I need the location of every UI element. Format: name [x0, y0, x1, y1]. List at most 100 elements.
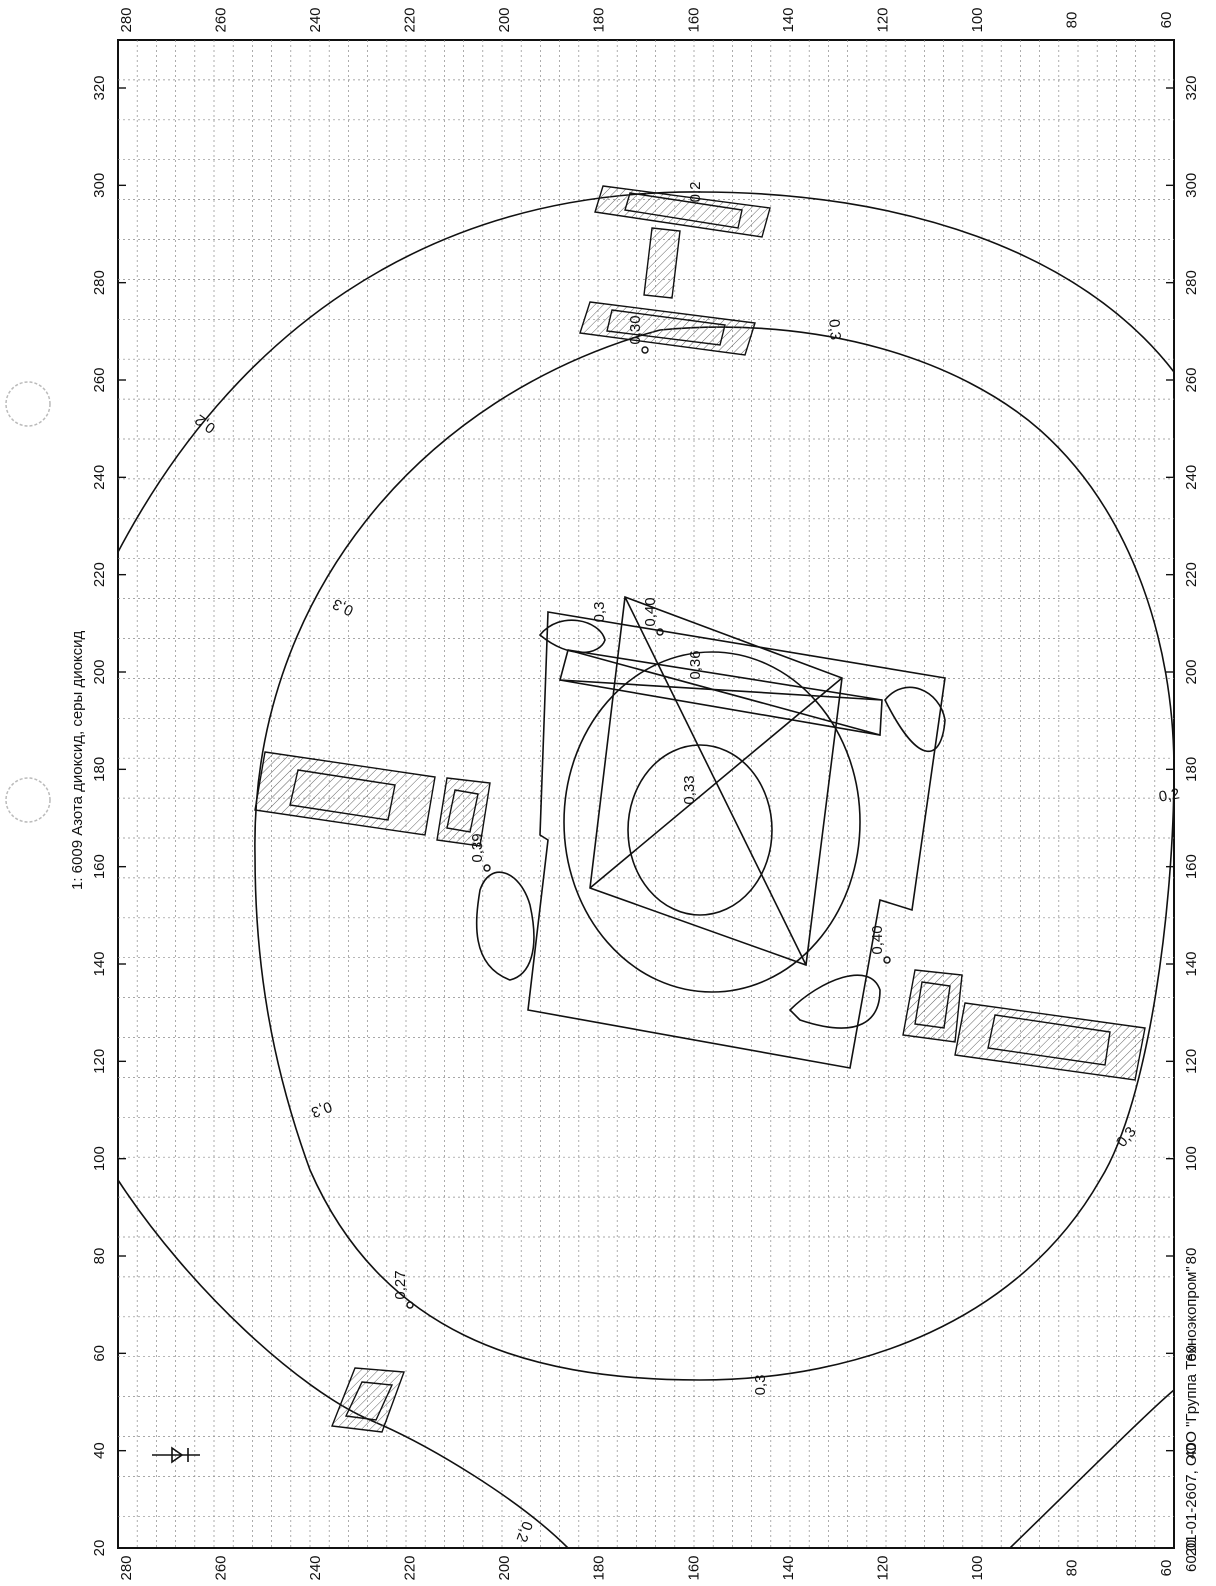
- calc-points: [406, 346, 891, 1309]
- isoline-label: 0,2: [1157, 785, 1180, 805]
- isoline-blob: [538, 619, 606, 654]
- tick-label-y: 200: [496, 1555, 513, 1580]
- isoline-0-2-lower-left: [117, 1179, 569, 1549]
- point-label: 0,40: [869, 925, 886, 954]
- tick-label-x: 60: [1183, 1345, 1200, 1362]
- inner-label: 0,36: [687, 650, 704, 679]
- isoline-inner-polygon: [527, 611, 946, 1069]
- north-arrow-icon: [152, 1446, 200, 1464]
- point-marker: [641, 346, 649, 354]
- tick-label-x: 200: [91, 659, 108, 684]
- tick-label-x: 100: [1183, 1146, 1200, 1171]
- point-labels: 0,400,390,400,300,27: [392, 315, 886, 1299]
- point-marker: [883, 956, 891, 964]
- tick-label-y: 60: [1158, 1560, 1175, 1577]
- tick-label-y: 200: [496, 7, 513, 32]
- tick-label-y: 180: [591, 1555, 608, 1580]
- diagram-footer: 60 01-01-2607, ООО "Группа Техноэкопром": [1183, 1266, 1200, 1572]
- tick-label-x: 20: [91, 1540, 108, 1557]
- axis-x-labels-right: 2040608010012014016018020022024026028030…: [1183, 75, 1200, 1556]
- tick-label-x: 80: [1183, 1248, 1200, 1265]
- isoline-blob: [475, 871, 535, 981]
- tick-label-x: 240: [1183, 465, 1200, 490]
- tick-label-x: 180: [91, 757, 108, 782]
- binder-hole: [5, 777, 51, 823]
- point-label: 0,40: [642, 597, 659, 626]
- source-top-1: [594, 185, 771, 238]
- point-marker: [483, 864, 491, 872]
- point-label: 0,30: [627, 315, 644, 344]
- tick-label-x: 320: [1183, 75, 1200, 100]
- source-right-1: [902, 969, 963, 1043]
- tick-label-y: 240: [307, 7, 324, 32]
- tick-label-x: 240: [91, 465, 108, 490]
- tick-label-y: 220: [402, 1555, 419, 1580]
- source-left-2: [436, 777, 491, 847]
- tick-label-x: 60: [91, 1345, 108, 1362]
- tick-label-y: 260: [213, 7, 230, 32]
- isoline-0-2-lower-right: [1009, 1389, 1175, 1549]
- tick-label-x: 80: [91, 1248, 108, 1265]
- inner-label: 0,3: [591, 602, 608, 623]
- tick-label-y: 140: [780, 1555, 797, 1580]
- tick-label-y: 140: [780, 7, 797, 32]
- tick-label-x: 140: [91, 951, 108, 976]
- isoline-inner-large: [563, 651, 861, 993]
- hatched-sources: [254, 185, 1146, 1433]
- tick-label-y: 80: [1063, 12, 1080, 29]
- tick-label-y: 120: [874, 1555, 891, 1580]
- isoline-group: [117, 191, 1175, 1549]
- tick-label-y: 280: [118, 7, 135, 32]
- isoline-label: 0,3: [752, 1375, 769, 1396]
- isoline-label: 0,2: [192, 411, 219, 437]
- isoline-0-2-outer: [117, 191, 1175, 553]
- tick-label-x: 140: [1183, 951, 1200, 976]
- tick-label-x: 300: [91, 173, 108, 198]
- tick-label-y: 100: [969, 7, 986, 32]
- tick-label-x: 40: [1183, 1442, 1200, 1459]
- source-top-3: [579, 301, 756, 356]
- isoline-label: 0,3: [309, 1098, 334, 1121]
- tick-label-x: 220: [91, 562, 108, 587]
- isoline-blob: [884, 686, 946, 753]
- source-bottom-left: [331, 1367, 405, 1433]
- isoline-labels: 0,20,20,20,20,30,30,30,30,3: [192, 182, 1181, 1545]
- tick-label-x: 100: [91, 1146, 108, 1171]
- tick-label-x: 180: [1183, 757, 1200, 782]
- isoline-label: 0,3: [825, 318, 844, 340]
- tick-label-x: 120: [1183, 1049, 1200, 1074]
- tick-label-y: 100: [969, 1555, 986, 1580]
- tick-label-x: 200: [1183, 659, 1200, 684]
- tick-label-y: 60: [1158, 12, 1175, 29]
- isoline-label: 0,2: [513, 1519, 536, 1544]
- tick-label-y: 120: [874, 7, 891, 32]
- tick-label-x: 160: [91, 854, 108, 879]
- point-label: 0,39: [469, 833, 486, 862]
- tick-label-y: 220: [402, 7, 419, 32]
- point-marker: [406, 1301, 414, 1309]
- point-marker: [656, 628, 664, 636]
- source-strip: [559, 649, 883, 736]
- isoline-blob: [788, 974, 881, 1029]
- tick-label-y: 160: [685, 7, 702, 32]
- tick-label-x: 260: [91, 367, 108, 392]
- grid: [118, 40, 1174, 1549]
- tick-label-x: 320: [91, 75, 108, 100]
- tick-label-x: 120: [91, 1049, 108, 1074]
- tick-label-x: 160: [1183, 854, 1200, 879]
- tick-label-y: 280: [118, 1555, 135, 1580]
- binder-hole: [5, 381, 51, 427]
- tick-label-x: 20: [1183, 1540, 1200, 1557]
- tick-label-x: 300: [1183, 173, 1200, 198]
- isoline-inner-small: [627, 744, 773, 916]
- tick-label-y: 260: [213, 1555, 230, 1580]
- tick-label-x: 40: [91, 1442, 108, 1459]
- tick-label-x: 260: [1183, 367, 1200, 392]
- tick-label-y: 160: [685, 1555, 702, 1580]
- source-right-2: [954, 1002, 1146, 1081]
- isoline-label: 0,2: [687, 182, 704, 203]
- tick-label-x: 220: [1183, 562, 1200, 587]
- tick-label-x: 280: [91, 270, 108, 295]
